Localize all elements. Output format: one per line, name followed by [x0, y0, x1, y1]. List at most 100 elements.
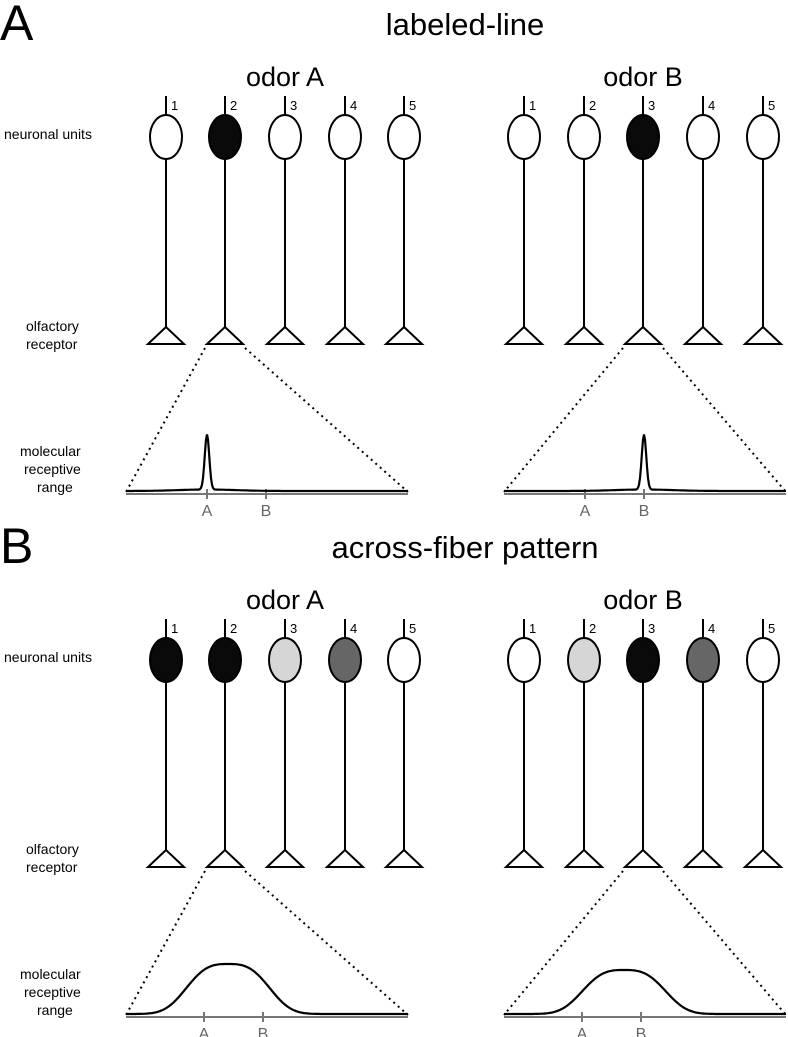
row-label-neuronal-units: neuronal units: [4, 126, 92, 142]
unit-number: 2: [589, 98, 596, 113]
unit-number: 5: [768, 621, 775, 636]
odor-title: odor A: [246, 585, 324, 615]
neuron-unit: [149, 637, 183, 683]
neuron-unit: [328, 637, 362, 683]
zoom-dotted-line: [244, 870, 409, 1016]
unit-number: 3: [648, 98, 655, 113]
olfactory-receptor: [682, 325, 724, 345]
row-label-range: range: [37, 479, 73, 495]
row-label-molecular: molecular: [20, 966, 81, 982]
receptive-range-curve: [126, 434, 408, 493]
olfactory-receptor: [324, 848, 366, 868]
olfactory-receptor: [264, 325, 306, 345]
row-label-range: range: [37, 1002, 73, 1018]
receptive-range-curve: [126, 962, 408, 1016]
axis-tick-label: B: [261, 503, 272, 520]
unit-number: 1: [171, 98, 178, 113]
olfactory-receptor: [383, 848, 425, 868]
unit-number: 5: [768, 98, 775, 113]
olfactory-receptor: [503, 325, 545, 345]
row-label-receptive: receptive: [24, 461, 81, 477]
row-label-olfactory: olfactory: [26, 318, 79, 334]
odor-title: odor B: [603, 62, 683, 92]
zoom-dotted-line: [503, 347, 624, 493]
odor-title: odor A: [246, 62, 324, 92]
zoom-dotted-line: [662, 870, 787, 1016]
zoom-dotted-line: [662, 347, 787, 493]
neuron-unit: [387, 114, 421, 160]
unit-number: 1: [529, 621, 536, 636]
neuron-unit: [208, 637, 242, 683]
neuron-unit: [746, 114, 780, 160]
olfactory-receptor: [563, 325, 605, 345]
unit-number: 3: [290, 621, 297, 636]
zoom-dotted-line: [503, 870, 624, 1016]
neuron-unit: [626, 637, 660, 683]
zoom-dotted-line: [125, 347, 206, 493]
row-label-receptor: receptor: [26, 859, 78, 875]
unit-number: 4: [350, 621, 357, 636]
zoom-dotted-line: [244, 347, 409, 493]
neuron-unit: [626, 114, 660, 160]
olfactory-receptor: [503, 848, 545, 868]
neuron-unit: [567, 114, 601, 160]
neuron-unit: [686, 637, 720, 683]
olfactory-receptor: [383, 325, 425, 345]
unit-number: 4: [708, 98, 715, 113]
unit-number: 3: [290, 98, 297, 113]
neuron-unit: [208, 114, 242, 160]
unit-number: 5: [409, 98, 416, 113]
unit-number: 3: [648, 621, 655, 636]
axis-tick-label: B: [639, 503, 650, 520]
unit-number: 1: [171, 621, 178, 636]
neuron-unit: [268, 114, 302, 160]
unit-number: 1: [529, 98, 536, 113]
olfactory-receptor: [622, 325, 664, 345]
olfactory-receptor: [742, 325, 784, 345]
panel-letter: A: [0, 0, 34, 51]
unit-number: 2: [230, 621, 237, 636]
olfactory-receptor: [204, 325, 246, 345]
unit-number: 4: [350, 98, 357, 113]
olfactory-receptor: [324, 325, 366, 345]
neuron-unit: [387, 637, 421, 683]
olfactory-receptor: [264, 848, 306, 868]
neuron-unit: [149, 114, 183, 160]
neuron-unit: [328, 114, 362, 160]
neuron-unit: [507, 637, 541, 683]
panel-title: labeled-line: [386, 7, 545, 42]
neuron-unit: [268, 637, 302, 683]
neuron-unit: [746, 637, 780, 683]
row-label-receptive: receptive: [24, 984, 81, 1000]
unit-number: 5: [409, 621, 416, 636]
receptive-range-curve: [504, 434, 786, 493]
olfactory-receptor: [563, 848, 605, 868]
unit-number: 2: [230, 98, 237, 113]
olfactory-receptor: [145, 848, 187, 868]
row-label-receptor: receptor: [26, 336, 78, 352]
unit-number: 2: [589, 621, 596, 636]
olfactory-receptor: [145, 325, 187, 345]
neuron-unit: [507, 114, 541, 160]
olfactory-receptor: [742, 848, 784, 868]
olfactory-receptor: [682, 848, 724, 868]
axis-tick-label: A: [580, 503, 591, 520]
zoom-dotted-line: [125, 870, 206, 1016]
axis-tick-label: A: [202, 503, 213, 520]
axis-tick-label: A: [577, 1026, 588, 1037]
row-label-molecular: molecular: [20, 443, 81, 459]
olfactory-receptor: [622, 848, 664, 868]
axis-tick-label: A: [199, 1026, 210, 1037]
neuron-unit: [686, 114, 720, 160]
unit-number: 4: [708, 621, 715, 636]
axis-tick-label: B: [258, 1026, 269, 1037]
odor-title: odor B: [603, 585, 683, 615]
panel-title: across-fiber pattern: [331, 530, 598, 565]
olfactory-receptor: [204, 848, 246, 868]
neuron-unit: [567, 637, 601, 683]
axis-tick-label: B: [636, 1026, 647, 1037]
row-label-olfactory: olfactory: [26, 841, 79, 857]
receptive-range-curve: [504, 968, 786, 1016]
row-label-neuronal-units: neuronal units: [4, 649, 92, 665]
